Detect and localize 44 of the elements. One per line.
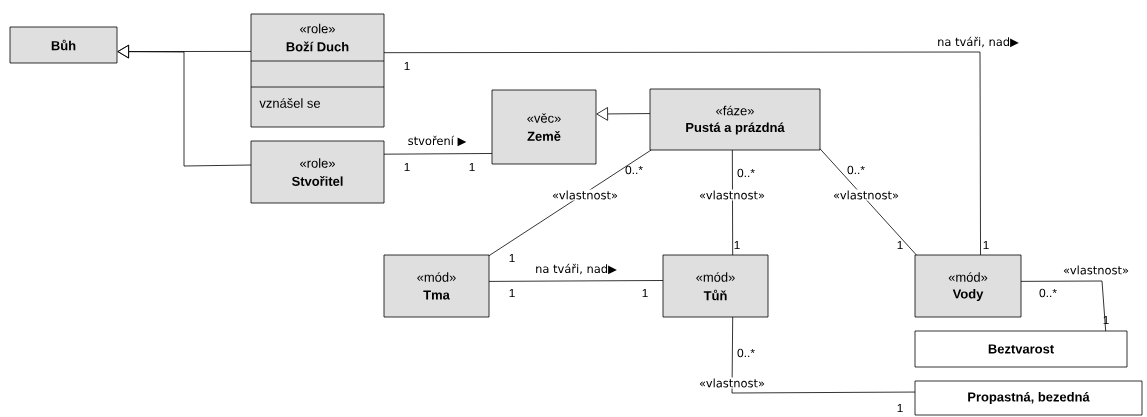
multiplicity-label: 0..* [737, 168, 755, 178]
association-line [731, 316, 916, 394]
multiplicity-label: 1 [983, 240, 989, 250]
multiplicity-label: 1 [897, 240, 903, 250]
class-box: «fáze» Pustá a prázdná [649, 88, 821, 151]
class-box: Propastná, bezedná [914, 380, 1143, 416]
class-box: «mód» Vody [914, 254, 1022, 318]
edge-label: «vlastnost» [698, 189, 766, 201]
class-box: «věc» Země [491, 89, 597, 165]
edge-label: stvoření ▶ [406, 134, 468, 148]
class-box: «role» Boží Duch vznášel se [250, 13, 385, 128]
generalization-arrow [596, 107, 651, 121]
multiplicity-label: 1 [642, 288, 648, 298]
generalization-arrow [117, 44, 252, 167]
association-line [1020, 280, 1107, 332]
edge-label: na tváři, nad▶ [936, 35, 1020, 49]
class-box: Bůh [9, 26, 118, 64]
class-box: Beztvarost [914, 330, 1128, 368]
association-line [731, 149, 734, 256]
multiplicity-label: 0..* [737, 348, 755, 358]
edge-label: «vlastnost» [698, 377, 766, 389]
association-line [488, 280, 664, 282]
edge-label: «vlastnost» [832, 189, 900, 201]
association-line [819, 148, 917, 256]
multiplicity-label: 1 [404, 162, 410, 172]
association-line [383, 153, 493, 155]
multiplicity-label: 1 [509, 288, 515, 298]
multiplicity-label: 1 [734, 240, 740, 250]
multiplicity-label: 1 [1103, 315, 1109, 325]
class-box: «mód» Tma [383, 254, 490, 318]
multiplicity-label: 1 [469, 162, 475, 172]
class-box: «role» Stvořitel [250, 140, 385, 204]
multiplicity-label: 1 [404, 61, 410, 71]
edge-label: na tváři, nad▶ [534, 262, 618, 276]
edge-label: «vlastnost» [1062, 264, 1130, 276]
multiplicity-label: 0..* [625, 165, 643, 175]
association-line [383, 51, 981, 256]
class-box: «mód» Tůň [662, 254, 769, 318]
multiplicity-label: 0..* [847, 165, 865, 175]
association-line [488, 149, 652, 257]
multiplicity-label: 1 [897, 403, 903, 413]
multiplicity-label: 0..* [1039, 288, 1057, 298]
edge-label: «vlastnost» [551, 189, 619, 201]
multiplicity-label: 1 [509, 253, 515, 263]
